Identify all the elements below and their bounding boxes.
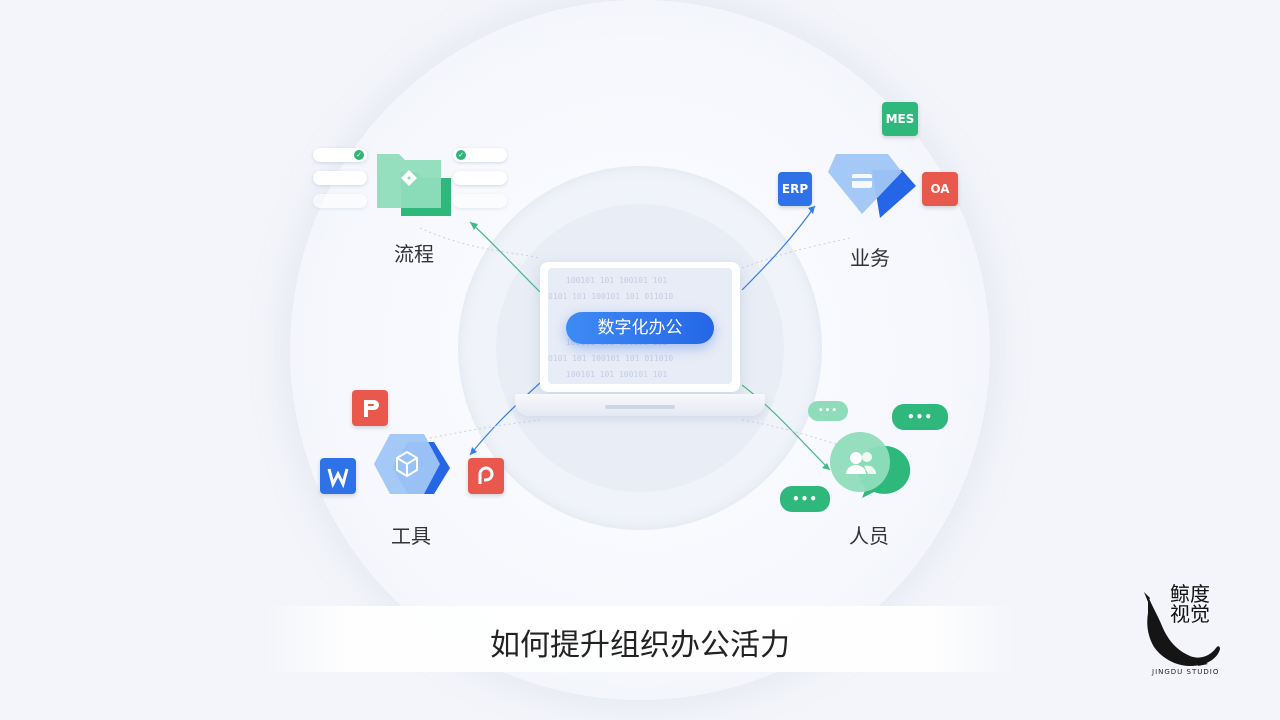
pdf-icon (468, 458, 504, 494)
process-row-card (453, 171, 507, 185)
check-icon: ✓ (354, 150, 364, 160)
caption-band (262, 606, 1018, 672)
watermark-line2: 视觉 (1170, 602, 1210, 626)
laptop-notch (605, 405, 675, 409)
caption-text: 如何提升组织办公活力 (490, 628, 790, 663)
connector-process (469, 221, 541, 293)
chat-bubble-icon: ••• (892, 404, 948, 430)
business-label: 业务 (850, 246, 890, 270)
process-row-card (453, 148, 507, 162)
binary-row: 100101 101 100101 101 (566, 370, 668, 379)
binary-row: 100101 101 100101 101 (566, 276, 668, 285)
process-row-card (313, 148, 367, 162)
connector-business (741, 205, 816, 291)
connector-tools (469, 382, 541, 456)
chat-bubble-icon: ••• (808, 401, 848, 421)
binary-row: 0101 101 100101 101 011010 (548, 354, 674, 363)
folder-icon (377, 154, 451, 216)
connector-people (741, 384, 831, 471)
cube-tools-icon (374, 434, 450, 494)
process-label: 流程 (394, 242, 434, 266)
tools-label: 工具 (391, 524, 431, 548)
erp-chip: ERP (778, 172, 812, 206)
whale-logo-icon (1144, 592, 1220, 666)
watermark-en: JINGDU STUDIO (1152, 668, 1220, 676)
diamond-business-icon (828, 154, 916, 218)
process-row-card (453, 194, 507, 208)
ppt-icon (352, 390, 388, 426)
chat-bubble-icon: ••• (780, 486, 830, 512)
studio-watermark: 鲸度 视觉 JINGDU STUDIO (1140, 584, 1230, 680)
word-icon (320, 458, 356, 494)
watermark-line1: 鲸度 (1170, 582, 1210, 606)
check-icon: ✓ (456, 150, 466, 160)
binary-row: 0101 101 100101 101 011010 (548, 292, 674, 301)
center-title-pill: 数字化办公 (566, 312, 714, 344)
process-row-card (313, 194, 367, 208)
oa-chip: OA (922, 172, 958, 206)
people-label: 人员 (849, 524, 889, 548)
people-chat-icon (830, 432, 911, 498)
mes-chip: MES (882, 102, 918, 136)
process-row-card (313, 171, 367, 185)
